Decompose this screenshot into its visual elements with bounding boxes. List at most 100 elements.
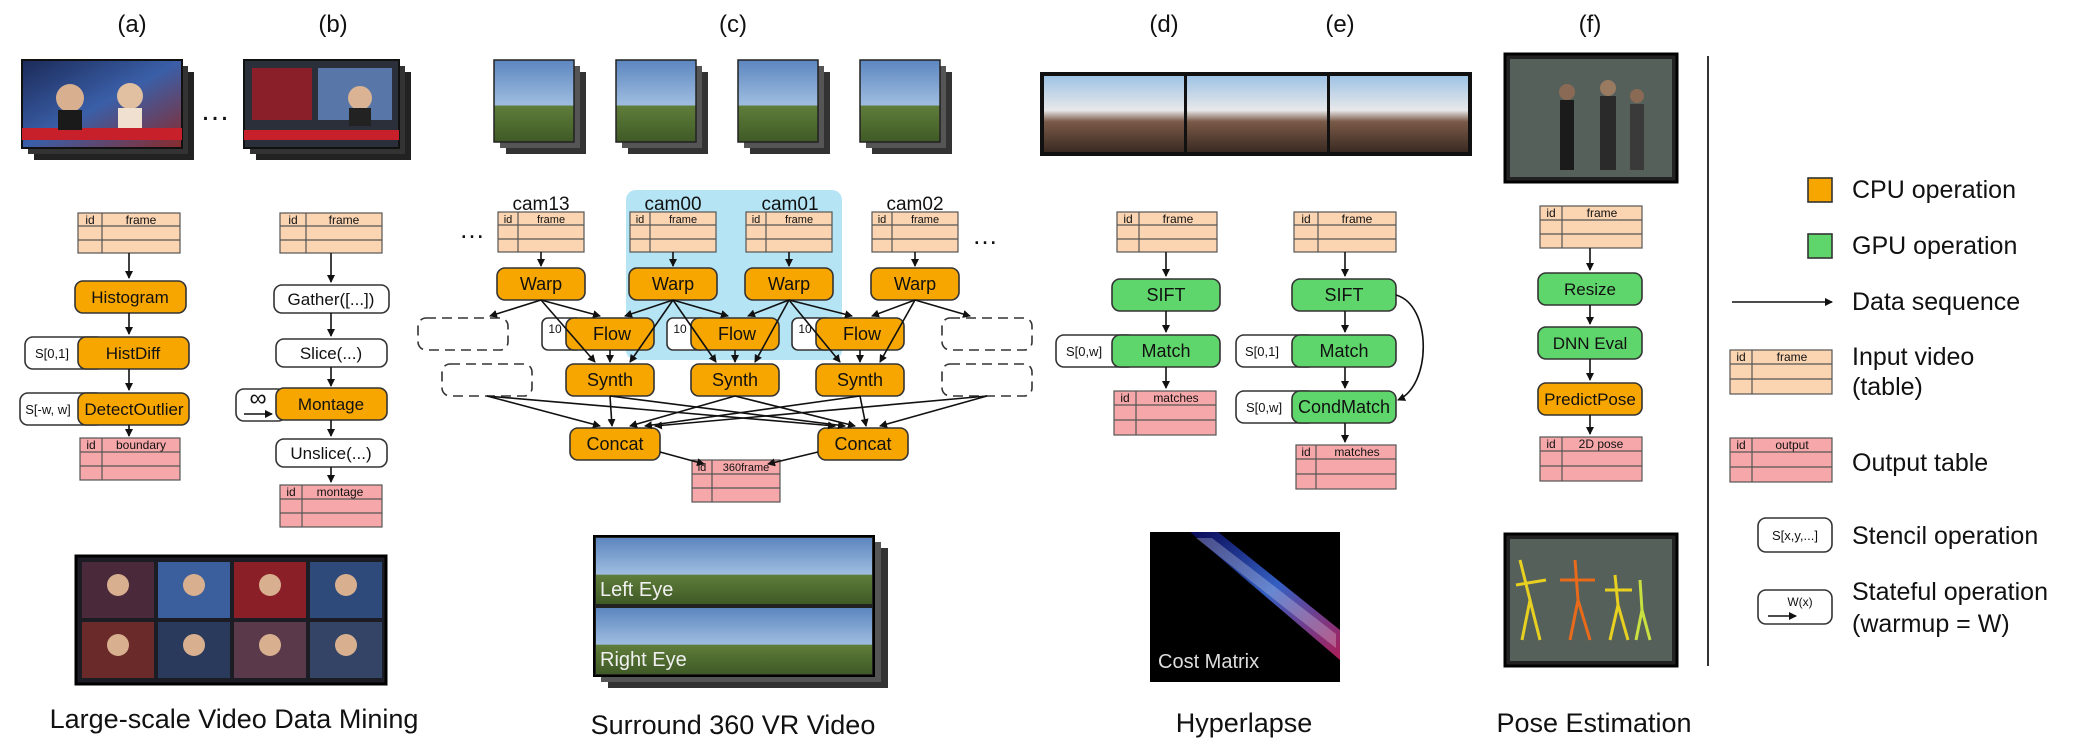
- legend-output-table: id output: [1729, 437, 1833, 483]
- legend-input-label-2: (table): [1852, 373, 1923, 401]
- stencil-label-a1: S[0,1]: [35, 346, 69, 361]
- legend-gpu-label: GPU operation: [1852, 232, 2017, 260]
- sift-label-e: SIFT: [1325, 285, 1364, 305]
- concat-op-left: [569, 427, 661, 461]
- news-frames-a: [21, 59, 194, 160]
- match-label-d: Match: [1141, 341, 1190, 361]
- table-id-label: id: [286, 485, 295, 499]
- match-label-e: Match: [1319, 341, 1368, 361]
- output-pose-label: 2D pose: [1579, 437, 1624, 451]
- input-table-d: id frame: [1116, 211, 1218, 253]
- histogram-op: [74, 280, 187, 314]
- table-id-label: id: [288, 213, 297, 227]
- table-id-label: id: [504, 214, 513, 226]
- left-eye-label: Left Eye: [600, 579, 673, 601]
- legend-output-label: Output table: [1852, 449, 1988, 477]
- table-id-label: id: [85, 213, 94, 227]
- hyperlapse-frames: [1040, 72, 1472, 156]
- warp-label: Warp: [894, 274, 936, 294]
- caption-pose-estimation: Pose Estimation: [1496, 708, 1691, 738]
- cost-matrix-label: Cost Matrix: [1158, 651, 1259, 673]
- dashed-flow-right: [941, 317, 1033, 351]
- panel-c-letter: (c): [719, 11, 747, 38]
- concat-op-right: [817, 427, 909, 461]
- camera-frames: [493, 59, 952, 154]
- table-frame-label: frame: [537, 214, 565, 226]
- stereo-image: Left Eye Right Eye: [593, 535, 888, 688]
- caption-data-mining: Large-scale Video Data Mining: [50, 704, 419, 734]
- right-eye-label: Right Eye: [600, 649, 687, 671]
- output-table-e: id matches: [1295, 444, 1397, 490]
- legend-stencil-symbol: S[x,y,...]: [1772, 528, 1818, 543]
- legend-stateful-symbol: W(x): [1787, 595, 1812, 609]
- legend-stencil-label: Stencil operation: [1852, 522, 2038, 550]
- montage-image: [74, 554, 388, 686]
- input-table-cam02: id frame: [871, 211, 959, 253]
- detectoutlier-label: DetectOutlier: [84, 400, 184, 419]
- panel-a-letter: (a): [117, 11, 146, 38]
- dashed-synth-left: [441, 363, 533, 397]
- cam13-label: cam13: [512, 194, 569, 215]
- input-table-f: id frame: [1539, 205, 1643, 249]
- warmup-label: 10: [798, 322, 812, 336]
- match-op-e: [1291, 334, 1397, 368]
- legend-input-table: id frame: [1729, 349, 1833, 395]
- ellipsis-c-right: …: [972, 220, 998, 250]
- table-id-label: id: [1736, 350, 1745, 364]
- flow-label: Flow: [718, 324, 757, 344]
- panel-f-letter: (f): [1579, 11, 1602, 38]
- output-table-a: id boundary: [79, 437, 181, 481]
- input-table-cam01: id frame: [745, 211, 833, 253]
- gather-label: Gather([...]): [288, 290, 375, 309]
- histdiff-op: [77, 336, 190, 370]
- input-table-cam00: id frame: [629, 211, 717, 253]
- condmatch-op: [1291, 390, 1397, 424]
- caption-surround-360: Surround 360 VR Video: [591, 710, 876, 740]
- cam01-label: cam01: [761, 194, 818, 215]
- output-table-d: id matches: [1113, 390, 1217, 436]
- output-montage-label: montage: [317, 485, 364, 499]
- legend-cpu-label: CPU operation: [1852, 176, 2016, 204]
- table-id-label: id: [86, 438, 95, 452]
- table-frame-label: frame: [669, 214, 697, 226]
- output-table-b: id montage: [279, 484, 383, 528]
- table-id-label: id: [1546, 206, 1555, 220]
- synth-label: Synth: [587, 370, 633, 390]
- detectoutlier-op: [77, 392, 190, 426]
- table-id-label: id: [878, 214, 887, 226]
- synth-label: Synth: [837, 370, 883, 390]
- sift-label-d: SIFT: [1147, 285, 1186, 305]
- table-frame-label: frame: [785, 214, 813, 226]
- table-frame-label: frame: [1777, 350, 1808, 364]
- ellipsis-a: …: [200, 94, 230, 127]
- ellipsis-c-left: …: [459, 214, 485, 244]
- legend-cpu-swatch: [1807, 177, 1833, 203]
- legend-table-output-label: output: [1775, 438, 1809, 452]
- input-table-b: id frame: [279, 212, 383, 254]
- montage-label: Montage: [298, 395, 364, 414]
- output-boundary-label: boundary: [116, 438, 166, 452]
- news-frames-b: [243, 59, 411, 160]
- legend-input-label-1: Input video: [1852, 343, 1974, 371]
- caption-hyperlapse: Hyperlapse: [1176, 708, 1313, 738]
- table-frame-label: frame: [329, 213, 360, 227]
- concat-label: Concat: [834, 434, 891, 454]
- table-frame-label: frame: [126, 213, 157, 227]
- output-360-label: 360frame: [723, 462, 769, 474]
- warmup-label: 10: [673, 322, 687, 336]
- warp-label: Warp: [768, 274, 810, 294]
- cost-matrix-image: Cost Matrix: [1150, 532, 1340, 682]
- legend-stencil-box: [1757, 517, 1833, 553]
- legend-stateful-label-1: Stateful operation: [1852, 578, 2048, 606]
- legend-seq-label: Data sequence: [1852, 288, 2020, 316]
- cam00-label: cam00: [644, 194, 701, 215]
- input-table-e: id frame: [1293, 211, 1397, 253]
- legend-gpu-swatch: [1807, 233, 1833, 259]
- unslice-label: Unslice(...): [290, 444, 371, 463]
- concat-label: Concat: [586, 434, 643, 454]
- output-table-360: id 360frame: [691, 459, 781, 503]
- panel-d-letter: (d): [1149, 11, 1178, 38]
- pose-output-frame: [1503, 532, 1679, 668]
- panel-b-letter: (b): [318, 11, 347, 38]
